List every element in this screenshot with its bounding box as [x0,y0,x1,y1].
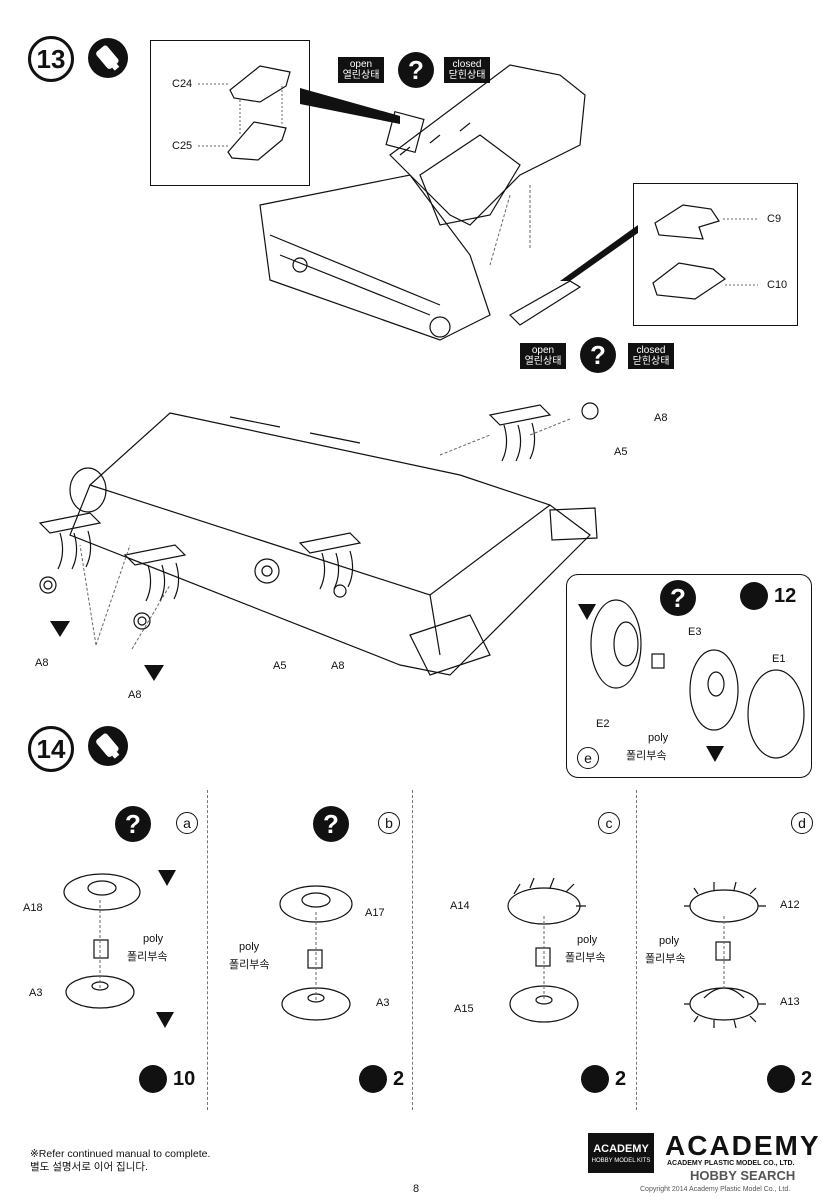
quantity-icon [139,1065,167,1093]
divider [636,790,637,1110]
inset-pointer-right [560,225,638,281]
quantity-d: 2 [767,1065,812,1093]
quantity-b: 2 [359,1065,404,1093]
poly-label-c: poly [577,934,598,946]
copyright: Copyright 2014 Academy Plastic Model Co.… [640,1186,791,1193]
hull-upper-drawing [259,64,586,341]
poly-label-a: poly [143,933,164,945]
quantity-c: 2 [581,1065,626,1093]
question-icon: ? [398,52,434,88]
question-icon: ? [580,337,616,373]
poly-label-b-ko: 폴리부속 [229,959,270,971]
poly-label-a-ko: 폴리부속 [127,951,168,963]
brand-wordmark: ACADEMY [665,1130,821,1161]
part-label-c24: C24 [172,78,193,90]
c24-c25-drawing [198,65,291,161]
glue-icon [88,726,128,766]
quantity-icon [359,1065,387,1093]
academy-logo: ACADEMY HOBBY MODEL KITS [588,1133,654,1173]
inset-letter-e: e [577,747,599,769]
footer-note: ※Refer continued manual to complete. 별도 … [30,1148,211,1173]
poly-label-d-ko: 폴리부속 [645,953,686,965]
part-label-a3: A3 [29,987,43,999]
subassembly-letter-b: b [378,812,400,834]
quantity-icon [581,1065,609,1093]
step-13-number: 13 [28,36,74,82]
part-label-a5-mid: A5 [273,660,287,672]
c9-c10-drawing [652,204,758,300]
part-label-e3: E3 [688,626,702,638]
glue-icon [88,38,128,78]
quantity-e: 12 [740,582,796,610]
subassembly-d-drawing [684,881,766,1029]
subassembly-c-drawing [507,877,586,1023]
question-icon: ? [313,806,349,842]
step-14-number: 14 [28,726,74,772]
part-label-a3-b: A3 [376,997,390,1009]
poly-label-e: poly [648,732,669,744]
part-label-a13: A13 [780,996,800,1008]
poly-label-e-ko: 폴리부속 [626,750,667,762]
inset-pointer [300,88,400,124]
part-label-a8-top: A8 [654,412,668,424]
part-label-a12: A12 [780,899,800,911]
part-label-a18: A18 [23,902,43,914]
subassembly-a-drawing [63,870,176,1028]
question-icon: ? [115,806,151,842]
page-number: 8 [413,1183,420,1195]
subassembly-letter-d: d [791,812,813,834]
part-label-e2: E2 [596,718,610,730]
poly-label-d: poly [659,935,680,947]
quantity-a: 10 [139,1065,195,1093]
subassembly-b-drawing [279,885,353,1021]
inset-c24-c25 [150,40,310,186]
poly-label-c-ko: 폴리부속 [565,952,606,964]
brand-subtitle: ACADEMY PLASTIC MODEL CO., LTD. [667,1160,795,1167]
part-label-a15: A15 [454,1003,474,1015]
part-label-a5-top: A5 [614,446,628,458]
poly-label-b: poly [239,941,260,953]
part-label-a8-left: A8 [35,657,49,669]
chassis-drawing [38,402,599,681]
quantity-icon [767,1065,795,1093]
quantity-icon [740,582,768,610]
part-label-c10: C10 [767,279,788,291]
part-label-e1: E1 [772,653,786,665]
part-label-a8-mid: A8 [331,660,345,672]
divider [207,790,208,1110]
divider [412,790,413,1110]
subassembly-letter-c: c [598,812,620,834]
part-label-c9: C9 [767,213,782,225]
inset-c9-c10 [633,183,798,326]
part-label-a14: A14 [450,900,470,912]
part-label-a8-left2: A8 [128,689,142,701]
inset-e-drawing [578,599,805,762]
question-icon: ? [660,580,696,616]
watermark: HOBBY SEARCH [690,1168,796,1183]
subassembly-letter-a: a [176,812,198,834]
part-label-a17: A17 [365,907,385,919]
part-label-c25: C25 [172,140,193,152]
